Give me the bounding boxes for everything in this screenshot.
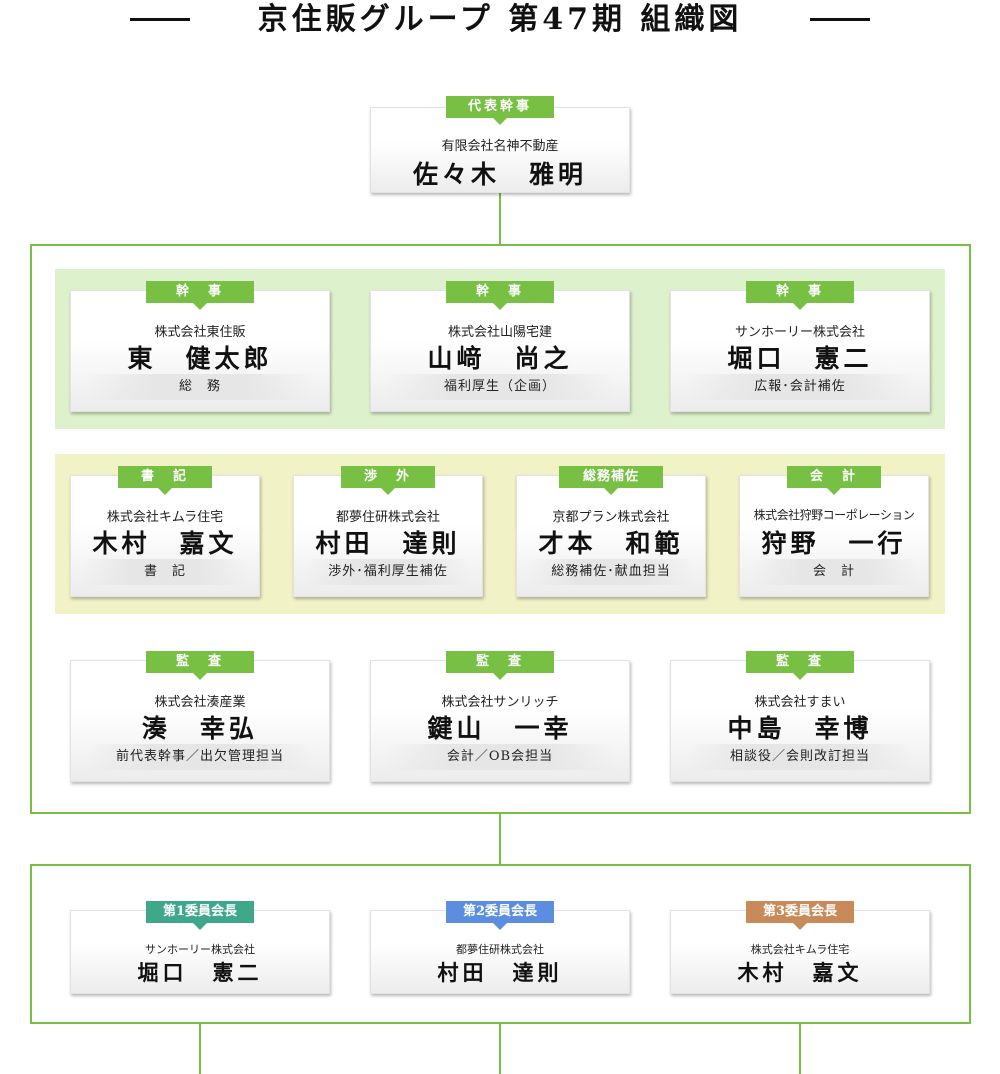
connector-committee-1 — [199, 1022, 201, 1074]
committee-company: サンホーリー株式会社 — [145, 943, 255, 956]
secretary-title-tab: 幹 事 — [146, 281, 254, 303]
officer-role: 総務補佐･献血担当 — [527, 559, 695, 585]
officer-role: 書 記 — [81, 559, 249, 585]
officer-name: 木村 嘉文 — [92, 529, 238, 558]
secretary-name: 東 健太郎 — [127, 344, 273, 373]
officer-name: 才本 和範 — [538, 529, 684, 558]
secretary-role: 福利厚生（企画） — [385, 374, 615, 400]
secretary-company: サンホーリー株式会社 — [734, 325, 865, 340]
officer-card: 渉 外 都夢住研株式会社 村田 達則 渉外･福利厚生補佐 — [293, 466, 483, 597]
leader-title-tab: 代表幹事 — [446, 96, 554, 118]
officer-company: 株式会社狩野コーポレーション — [753, 508, 915, 522]
auditor-role: 前代表幹事／出欠管理担当 — [85, 744, 315, 770]
secretary-role: 広報･会計補佐 — [685, 374, 915, 400]
connector-board-to-committees — [499, 812, 501, 866]
committee-chair-name: 木村 嘉文 — [737, 960, 863, 985]
connector-committee-3 — [799, 1022, 801, 1074]
officer-card: 会 計 株式会社狩野コーポレーション 狩野 一行 会 計 — [739, 466, 929, 597]
secretary-company: 株式会社山陽宅建 — [447, 325, 552, 340]
committee-company: 都夢住研株式会社 — [456, 943, 544, 956]
secretary-card: 幹 事 株式会社山陽宅建 山﨑 尚之 福利厚生（企画） — [370, 281, 630, 412]
officer-title-tab: 会 計 — [787, 466, 881, 488]
committee-title-tab: 第1委員会長 — [146, 901, 254, 923]
title-left-rule — [130, 18, 190, 21]
committee-company: 株式会社キムラ住宅 — [750, 943, 850, 956]
committee-chair-name: 堀口 憲二 — [137, 960, 263, 985]
auditor-company: 株式会社サンリッチ — [441, 695, 559, 710]
auditor-name: 中島 幸博 — [727, 714, 873, 743]
page-title: 京住販グループ 第47期 組織図 — [257, 2, 743, 37]
officer-company: 株式会社キムラ住宅 — [106, 510, 224, 525]
auditor-title-tab: 監 査 — [446, 651, 554, 673]
auditor-role: 相談役／会則改訂担当 — [685, 744, 915, 770]
leader-card: 代表幹事 有限会社名神不動産 佐々木 雅明 — [370, 96, 630, 193]
officer-card: 総務補佐 京都プラン株式会社 才本 和範 総務補佐･献血担当 — [516, 466, 706, 597]
connector-committee-2 — [499, 1022, 501, 1074]
officer-role: 渉外･福利厚生補佐 — [304, 559, 472, 585]
secretary-name: 堀口 憲二 — [727, 344, 873, 373]
page-header: 京住販グループ 第47期 組織図 — [0, 0, 1000, 40]
auditor-company: 株式会社湊産業 — [154, 695, 246, 710]
leader-company: 有限会社名神不動産 — [441, 139, 559, 154]
committee-title-tab: 第3委員会長 — [746, 901, 854, 923]
secretary-card: 幹 事 株式会社東住販 東 健太郎 総 務 — [70, 281, 330, 412]
committee-chair-name: 村田 達則 — [437, 960, 563, 985]
auditor-title-tab: 監 査 — [146, 651, 254, 673]
connector-leader-to-board — [499, 193, 501, 246]
officer-title-tab: 総務補佐 — [559, 466, 663, 488]
auditor-title-tab: 監 査 — [746, 651, 854, 673]
auditor-card: 監 査 株式会社湊産業 湊 幸弘 前代表幹事／出欠管理担当 — [70, 651, 330, 782]
secretary-card: 幹 事 サンホーリー株式会社 堀口 憲二 広報･会計補佐 — [670, 281, 930, 412]
officer-company: 都夢住研株式会社 — [335, 510, 440, 525]
officer-name: 村田 達則 — [315, 529, 461, 558]
secretary-title-tab: 幹 事 — [446, 281, 554, 303]
officer-card: 書 記 株式会社キムラ住宅 木村 嘉文 書 記 — [70, 466, 260, 597]
auditor-name: 鍵山 一幸 — [427, 714, 573, 743]
officer-role: 会 計 — [750, 559, 918, 585]
committee-card: 第3委員会長 株式会社キムラ住宅 木村 嘉文 — [670, 901, 930, 994]
secretary-company: 株式会社東住販 — [154, 325, 246, 340]
auditor-name: 湊 幸弘 — [141, 714, 258, 743]
auditor-company: 株式会社すまい — [754, 695, 846, 710]
officer-company: 京都プラン株式会社 — [552, 510, 670, 525]
auditor-card: 監 査 株式会社サンリッチ 鍵山 一幸 会計／OB会担当 — [370, 651, 630, 782]
officer-title-tab: 書 記 — [118, 466, 212, 488]
leader-name: 佐々木 雅明 — [412, 160, 587, 189]
officer-title-tab: 渉 外 — [341, 466, 435, 488]
committee-card: 第1委員会長 サンホーリー株式会社 堀口 憲二 — [70, 901, 330, 994]
officer-name: 狩野 一行 — [761, 529, 907, 558]
auditor-card: 監 査 株式会社すまい 中島 幸博 相談役／会則改訂担当 — [670, 651, 930, 782]
title-right-rule — [810, 18, 870, 21]
committee-title-tab: 第2委員会長 — [446, 901, 554, 923]
secretary-name: 山﨑 尚之 — [427, 344, 573, 373]
secretary-role: 総 務 — [85, 374, 315, 400]
committee-card: 第2委員会長 都夢住研株式会社 村田 達則 — [370, 901, 630, 994]
auditor-role: 会計／OB会担当 — [385, 744, 615, 770]
secretary-title-tab: 幹 事 — [746, 281, 854, 303]
